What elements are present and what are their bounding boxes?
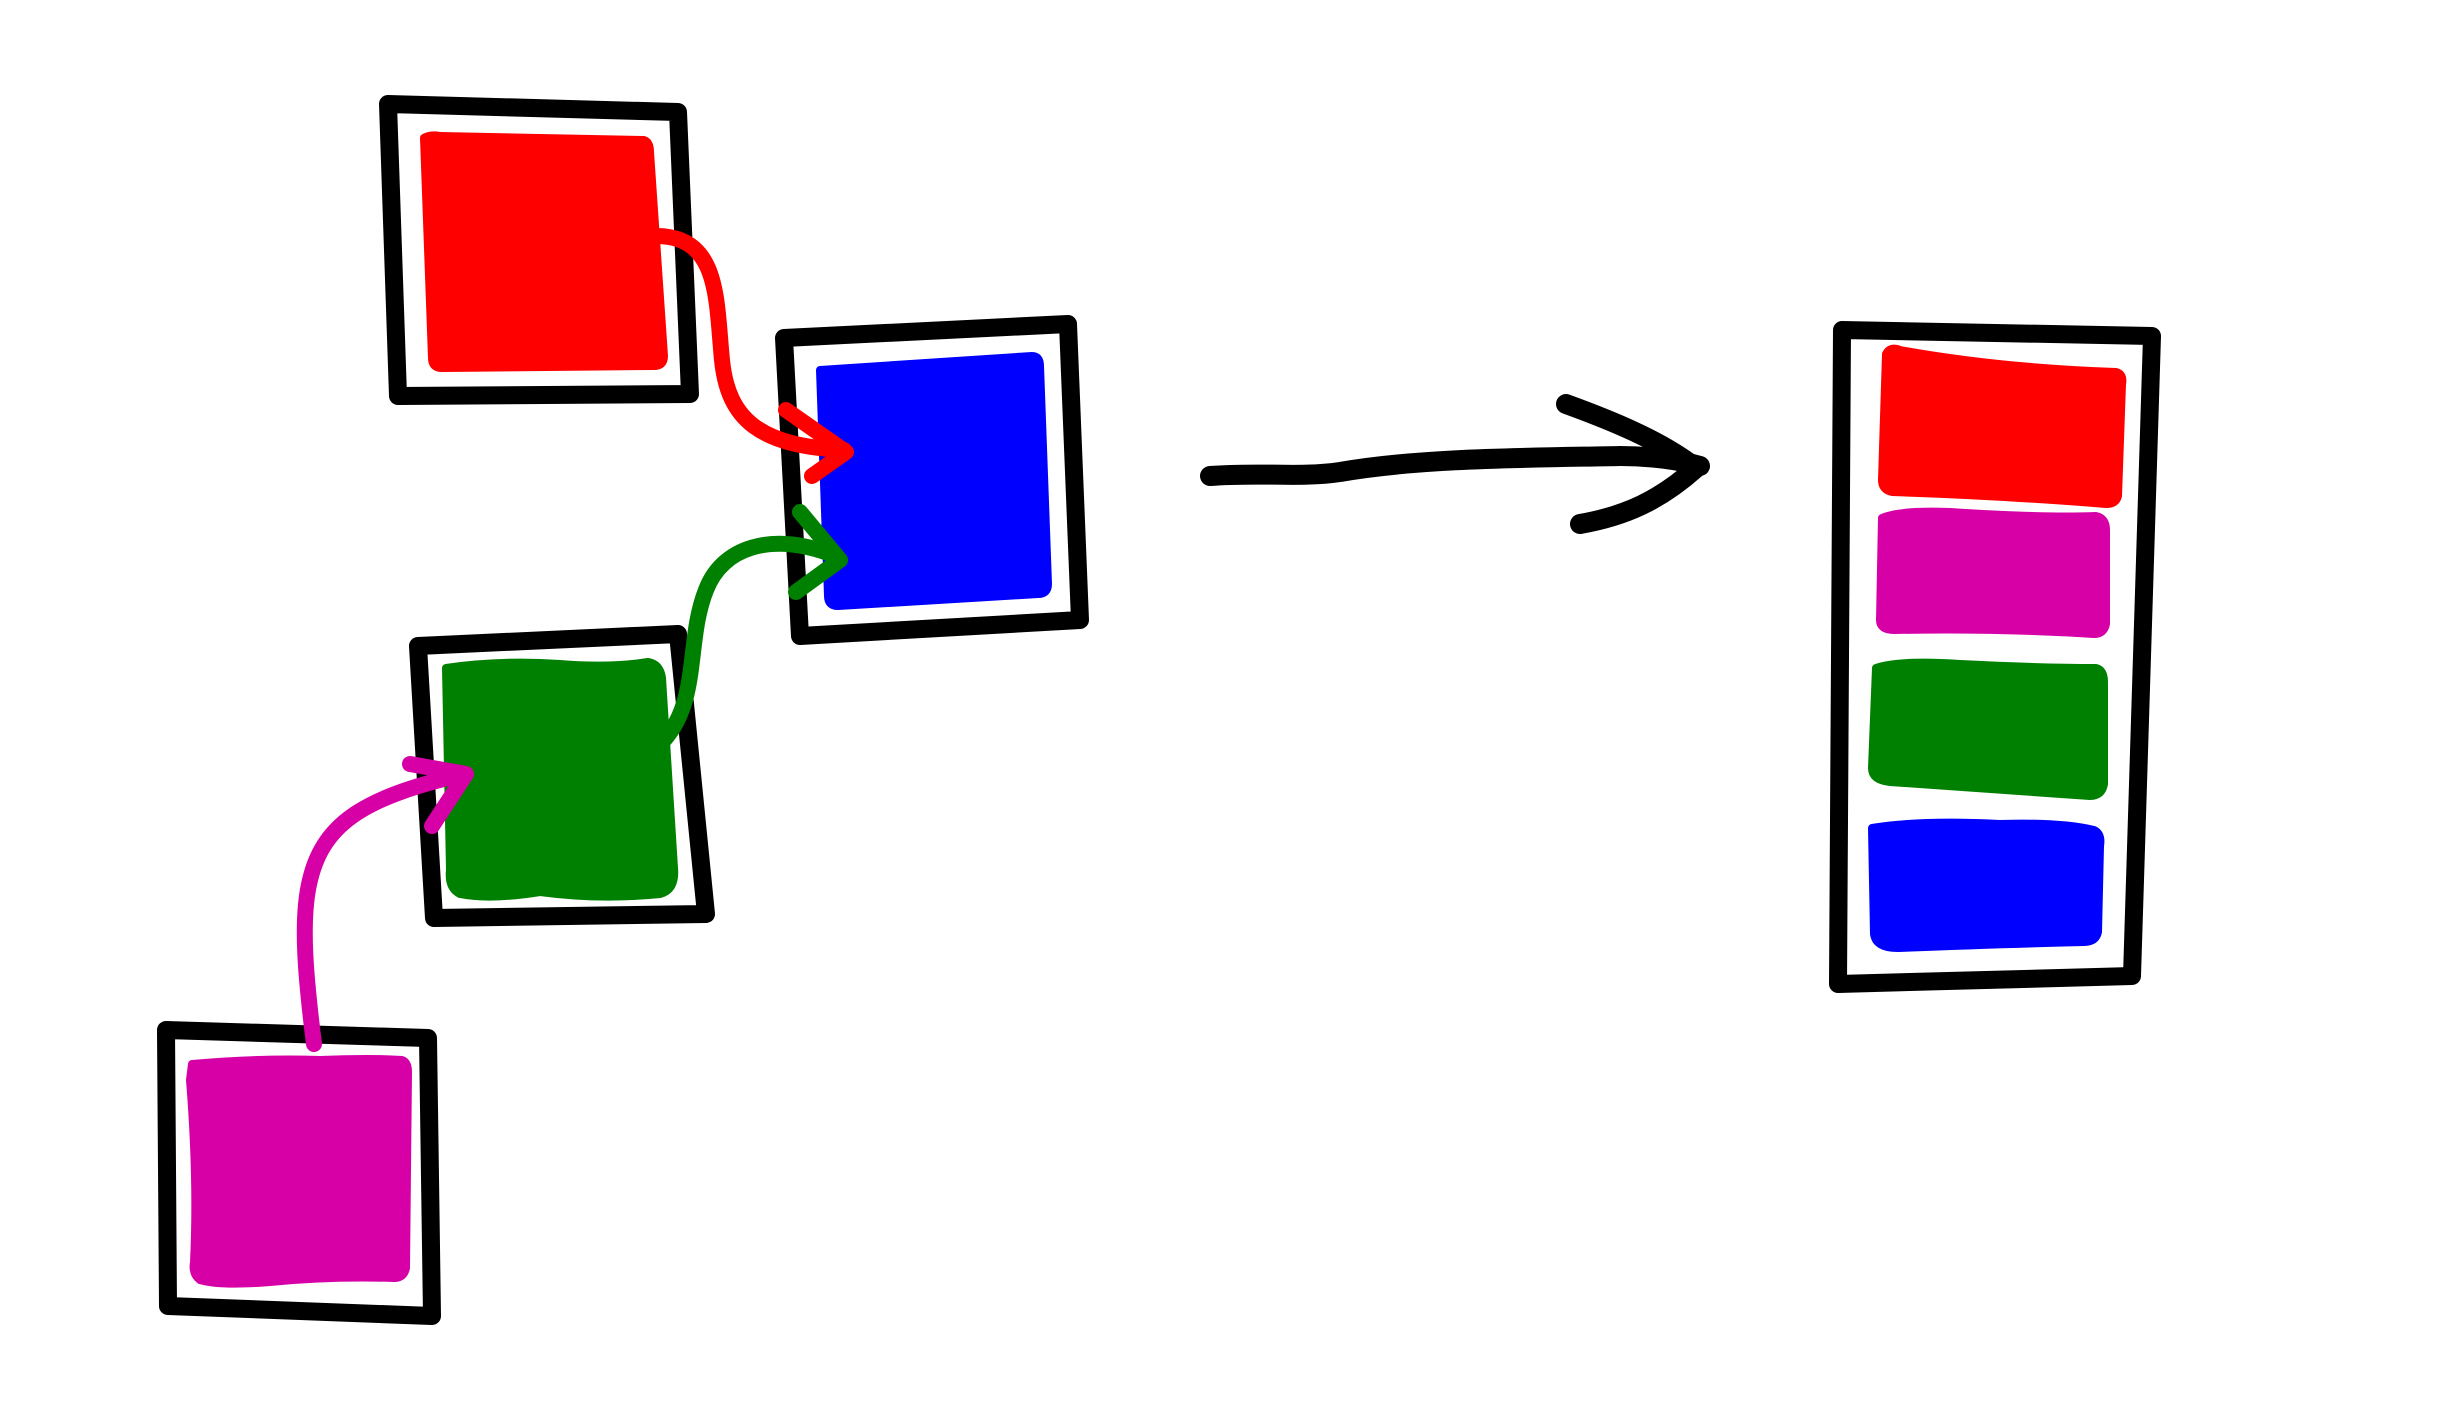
- stacked-result: [1829, 321, 2161, 993]
- stack-row-blue: [1868, 818, 2105, 952]
- stack-row-green: [1868, 658, 2108, 800]
- transition-arrow: [1200, 394, 1710, 534]
- stack-row-magenta: [1876, 507, 2110, 638]
- connector-green-to-blue-arrowhead: [788, 504, 848, 600]
- magenta-block: [157, 1021, 441, 1325]
- red-block-fill: [420, 131, 668, 372]
- connector-magenta-to-green: [296, 756, 474, 1052]
- connector-red-to-blue: [648, 228, 854, 484]
- green-block-fill: [442, 658, 679, 901]
- connector-green-to-blue: [656, 504, 848, 748]
- transition-arrow-shaft: [1200, 446, 1710, 486]
- transition-arrow-head: [1556, 394, 1706, 534]
- green-block: [409, 625, 715, 927]
- red-block: [379, 95, 699, 405]
- connector-magenta-to-green-arrowhead: [402, 756, 474, 834]
- magenta-block-fill: [186, 1055, 412, 1288]
- blue-block: [775, 315, 1089, 645]
- connector-red-to-blue-arrowhead: [778, 402, 854, 484]
- stack-row-red: [1878, 344, 2127, 508]
- connector-green-to-blue-line: [656, 535, 844, 748]
- connector-magenta-to-green-line: [296, 766, 472, 1052]
- blue-block-fill: [816, 352, 1052, 610]
- connector-red-to-blue-line: [648, 228, 852, 458]
